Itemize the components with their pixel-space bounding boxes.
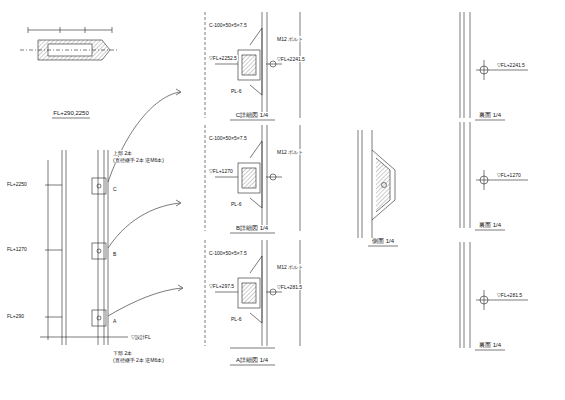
view-caption: A詳細図 1/4 [235,357,269,364]
level-mark: ▽FL+2241.5 [496,62,526,68]
level-mark: ▽FL+281.5 [496,292,523,298]
member-note: PL-6 [230,201,243,207]
view-caption: 裏面 1/4 [478,112,502,119]
level-mark: FL+290 [6,313,25,319]
callout-letter: C [112,186,118,192]
note-text: 下部 2本 [112,350,133,356]
callout-letter: A [112,318,117,324]
view-caption: 側面 1/4 [371,238,395,245]
note-text: 上部 2本 [112,150,133,156]
note-text: (直径継手 2本 逆M6本) [112,157,165,163]
level-mark: FL+2250 [6,181,28,187]
level-mark: FL+1270 [6,246,28,252]
level-mark: ▽FL+2252.5 [208,55,238,61]
member-note: C-100×50×5×7.5 [208,250,248,256]
member-note: M12 ボルト [276,264,304,270]
member-note: C-100×50×5×7.5 [208,135,248,141]
member-note: PL-6 [230,316,243,322]
level-mark: ▽FL+2241.5 [276,56,306,62]
member-note: M12 ボルト [276,36,304,42]
note-text: (直径継手 2本 逆M6本) [112,357,165,363]
level-mark: ▽FL+281.5 [276,284,303,290]
member-note: C-100×50×5×7.5 [208,22,248,28]
view-caption: 裏面 1/4 [478,222,502,229]
member-note: PL-6 [230,88,243,94]
level-mark: ▽FL+297.5 [208,283,235,289]
section-caption: FL+290,2250 [52,110,90,117]
callout-letter: B [112,251,117,257]
member-note: M12 ボルト [276,149,304,155]
view-caption: C詳細図 1/4 [235,112,269,119]
view-caption: 裏面 1/4 [478,342,502,349]
level-mark: ▽設計FL [130,334,152,340]
level-mark: ▽FL+1270 [496,172,522,178]
view-caption: B詳細図 1/4 [235,225,269,232]
level-mark: ▽FL+1270 [208,168,234,174]
